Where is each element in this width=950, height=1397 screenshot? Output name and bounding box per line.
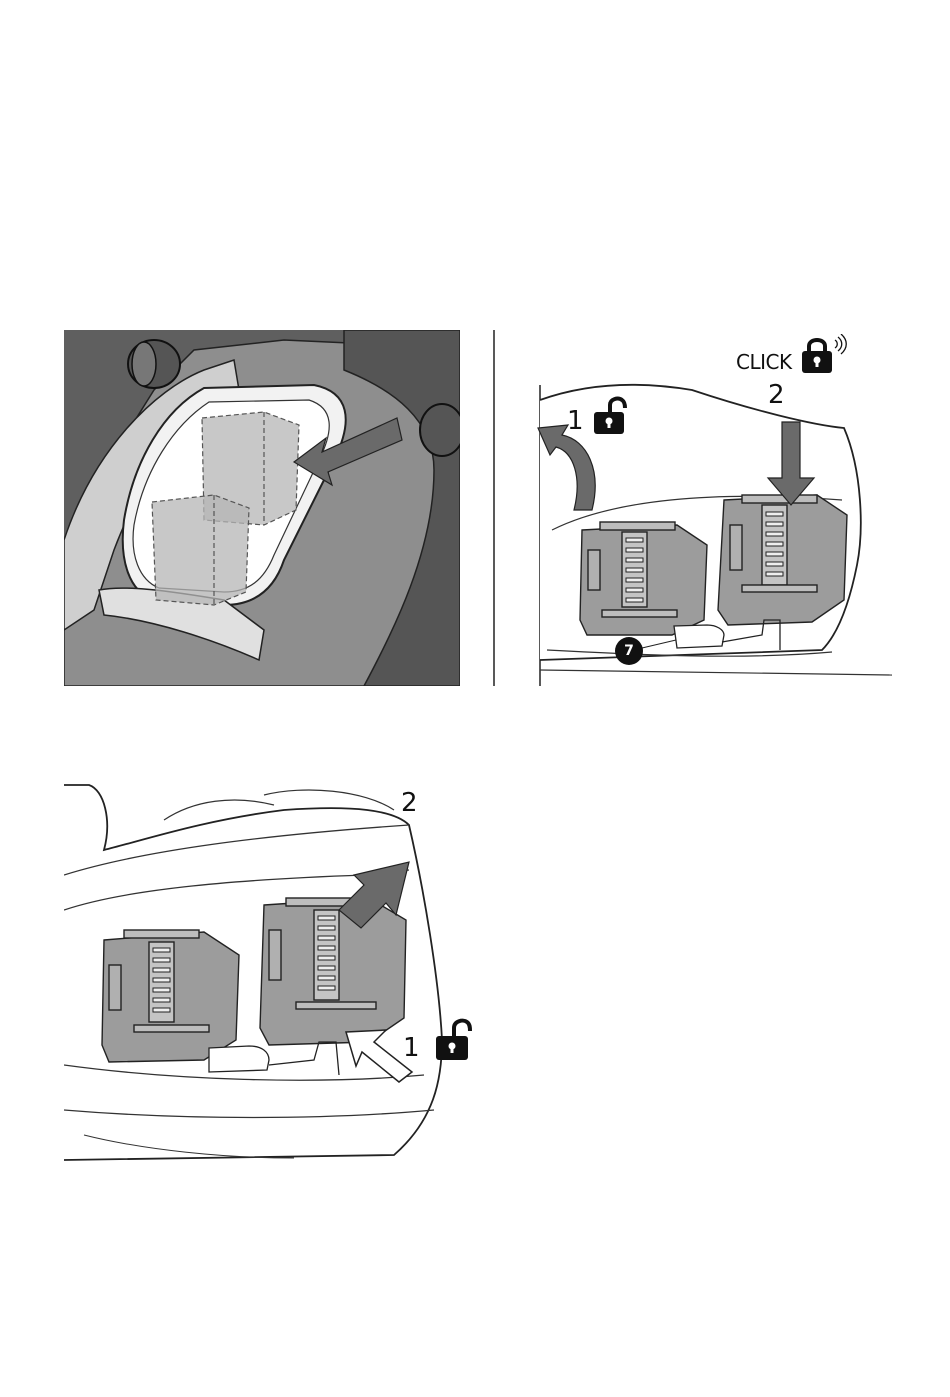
unlock-icon <box>592 396 628 436</box>
battery-right <box>718 495 847 625</box>
battery-compartment-illustration <box>492 330 892 686</box>
battery-left <box>102 930 239 1062</box>
illustration-panel-remove-batteries: 2 1 <box>64 780 494 1165</box>
battery-left <box>580 522 707 635</box>
mower-top-illustration <box>64 330 460 686</box>
step-1-label: 1 <box>403 1035 420 1061</box>
step-1-label: 1 <box>567 408 584 434</box>
unlock-icon <box>434 1018 474 1062</box>
step-2-label: 2 <box>401 790 418 816</box>
illustration-panel-insert-batteries <box>64 330 460 686</box>
click-label: CLICK <box>736 352 792 372</box>
lock-click-icon <box>800 334 850 376</box>
illustration-panel-lock-batteries: 1 CLICK 2 7 <box>492 330 892 686</box>
callout-7: 7 <box>615 637 643 665</box>
battery-removal-illustration <box>64 780 494 1165</box>
step-2-label: 2 <box>768 382 785 408</box>
battery-right <box>260 898 406 1045</box>
